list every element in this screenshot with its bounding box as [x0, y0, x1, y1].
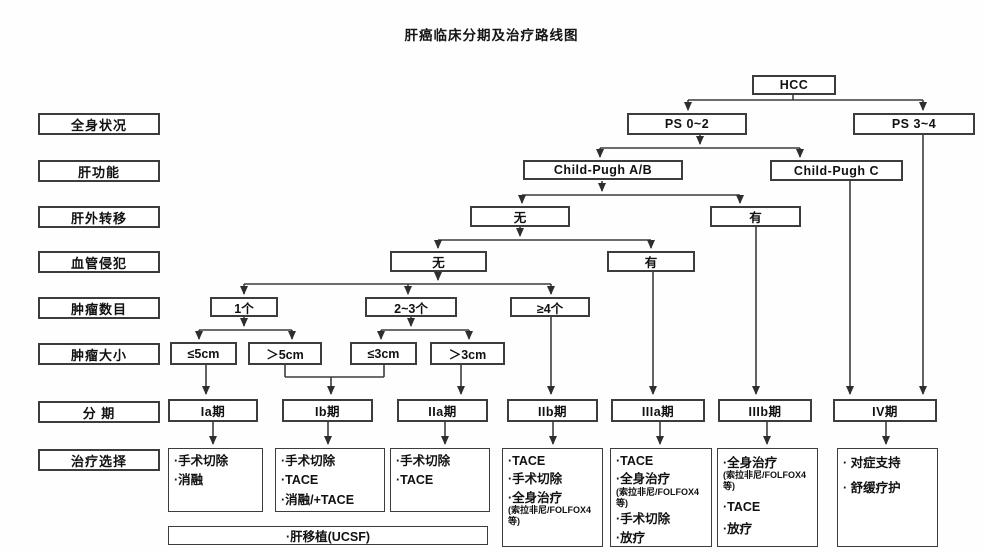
node-size-gt3cm: ＞3cm [430, 342, 505, 365]
transplant-box: ·肝移植(UCSF) [168, 526, 488, 545]
row-label-treatment-selection: 治疗选择 [38, 449, 160, 471]
row-label-general-condition: 全身状况 [38, 113, 160, 135]
treatment-item: ·放疗 [723, 522, 753, 537]
node-metastasis-yes: 有 [710, 206, 801, 227]
node-ps-0-2: PS 0~2 [627, 113, 747, 135]
treatment-box-iia: ·手术切除 ·TACE [390, 448, 490, 512]
node-child-pugh-ab: Child-Pugh A/B [523, 160, 683, 180]
stage-iv: IV期 [833, 399, 937, 422]
connector-merge-ib [284, 365, 385, 378]
treatment-item: ·手术切除 [396, 454, 451, 468]
treatment-box-ia: ·手术切除 ·消融 [168, 448, 263, 512]
node-ps-3-4: PS 3~4 [853, 113, 975, 135]
node-vascular-yes: 有 [607, 251, 695, 272]
treatment-item: ·全身治疗(索拉非尼/FOLFOX4等) [508, 490, 591, 526]
stage-ib: Ib期 [282, 399, 373, 422]
row-label-extrahepatic-metastasis: 肝外转移 [38, 206, 160, 228]
node-child-pugh-c: Child-Pugh C [770, 160, 903, 181]
treatment-item: ·TACE [281, 473, 319, 488]
stage-iib: IIb期 [507, 399, 598, 422]
treatment-item: ·消融 [174, 473, 204, 488]
stage-iia: IIa期 [397, 399, 488, 422]
treatment-box-iib: ·TACE ·手术切除 ·全身治疗(索拉非尼/FOLFOX4等) [502, 448, 603, 547]
row-label-stage: 分 期 [38, 401, 160, 423]
treatment-item: ·手术切除 [616, 512, 671, 527]
node-tumor-ge4: ≥4个 [510, 297, 590, 317]
treatment-item: · 舒缓疗护 [843, 481, 901, 496]
row-label-vascular-invasion: 血管侵犯 [38, 251, 160, 273]
treatment-item: ·TACE [616, 454, 654, 468]
treatment-item: ·TACE [723, 499, 761, 514]
node-vascular-no: 无 [390, 251, 487, 272]
node-tumor-1: 1个 [210, 297, 278, 317]
row-label-liver-function: 肝功能 [38, 160, 160, 182]
treatment-item: ·手术切除 [174, 454, 229, 468]
stage-iiia: IIIa期 [611, 399, 705, 422]
node-size-le3cm: ≤3cm [350, 342, 417, 365]
node-size-le5cm: ≤5cm [170, 342, 237, 365]
treatment-item: ·手术切除 [281, 454, 336, 468]
treatment-item: ·TACE [508, 454, 546, 468]
stage-iiib: IIIb期 [718, 399, 812, 422]
treatment-box-ib: ·手术切除 ·TACE ·消融/+TACE [275, 448, 385, 512]
treatment-box-iiib: ·全身治疗(索拉非尼/FOLFOX4等) ·TACE ·放疗 [717, 448, 818, 547]
treatment-item: ·TACE [396, 473, 434, 488]
treatment-item: ·全身治疗(索拉非尼/FOLFOX4等) [616, 472, 699, 508]
node-tumor-2-3: 2~3个 [365, 297, 457, 317]
treatment-item: ·放疗 [616, 530, 646, 545]
treatment-item: ·消融/+TACE [281, 492, 355, 507]
treatment-item: ·手术切除 [508, 472, 563, 487]
node-metastasis-no: 无 [470, 206, 570, 227]
chart-title: 肝癌临床分期及治疗路线图 [404, 28, 579, 43]
row-label-tumor-number: 肿瘤数目 [38, 297, 160, 319]
treatment-box-iiia: ·TACE ·全身治疗(索拉非尼/FOLFOX4等) ·手术切除 ·放疗 [610, 448, 712, 547]
node-size-gt5cm: ＞5cm [248, 342, 322, 365]
row-label-tumor-size: 肿瘤大小 [38, 343, 160, 365]
node-hcc: HCC [752, 75, 836, 95]
treatment-item: ·全身治疗(索拉非尼/FOLFOX4等) [723, 456, 806, 492]
treatment-item: · 对症支持 [843, 456, 901, 470]
treatment-box-iv: · 对症支持 · 舒缓疗护 [837, 448, 938, 547]
stage-ia: Ia期 [168, 399, 258, 422]
